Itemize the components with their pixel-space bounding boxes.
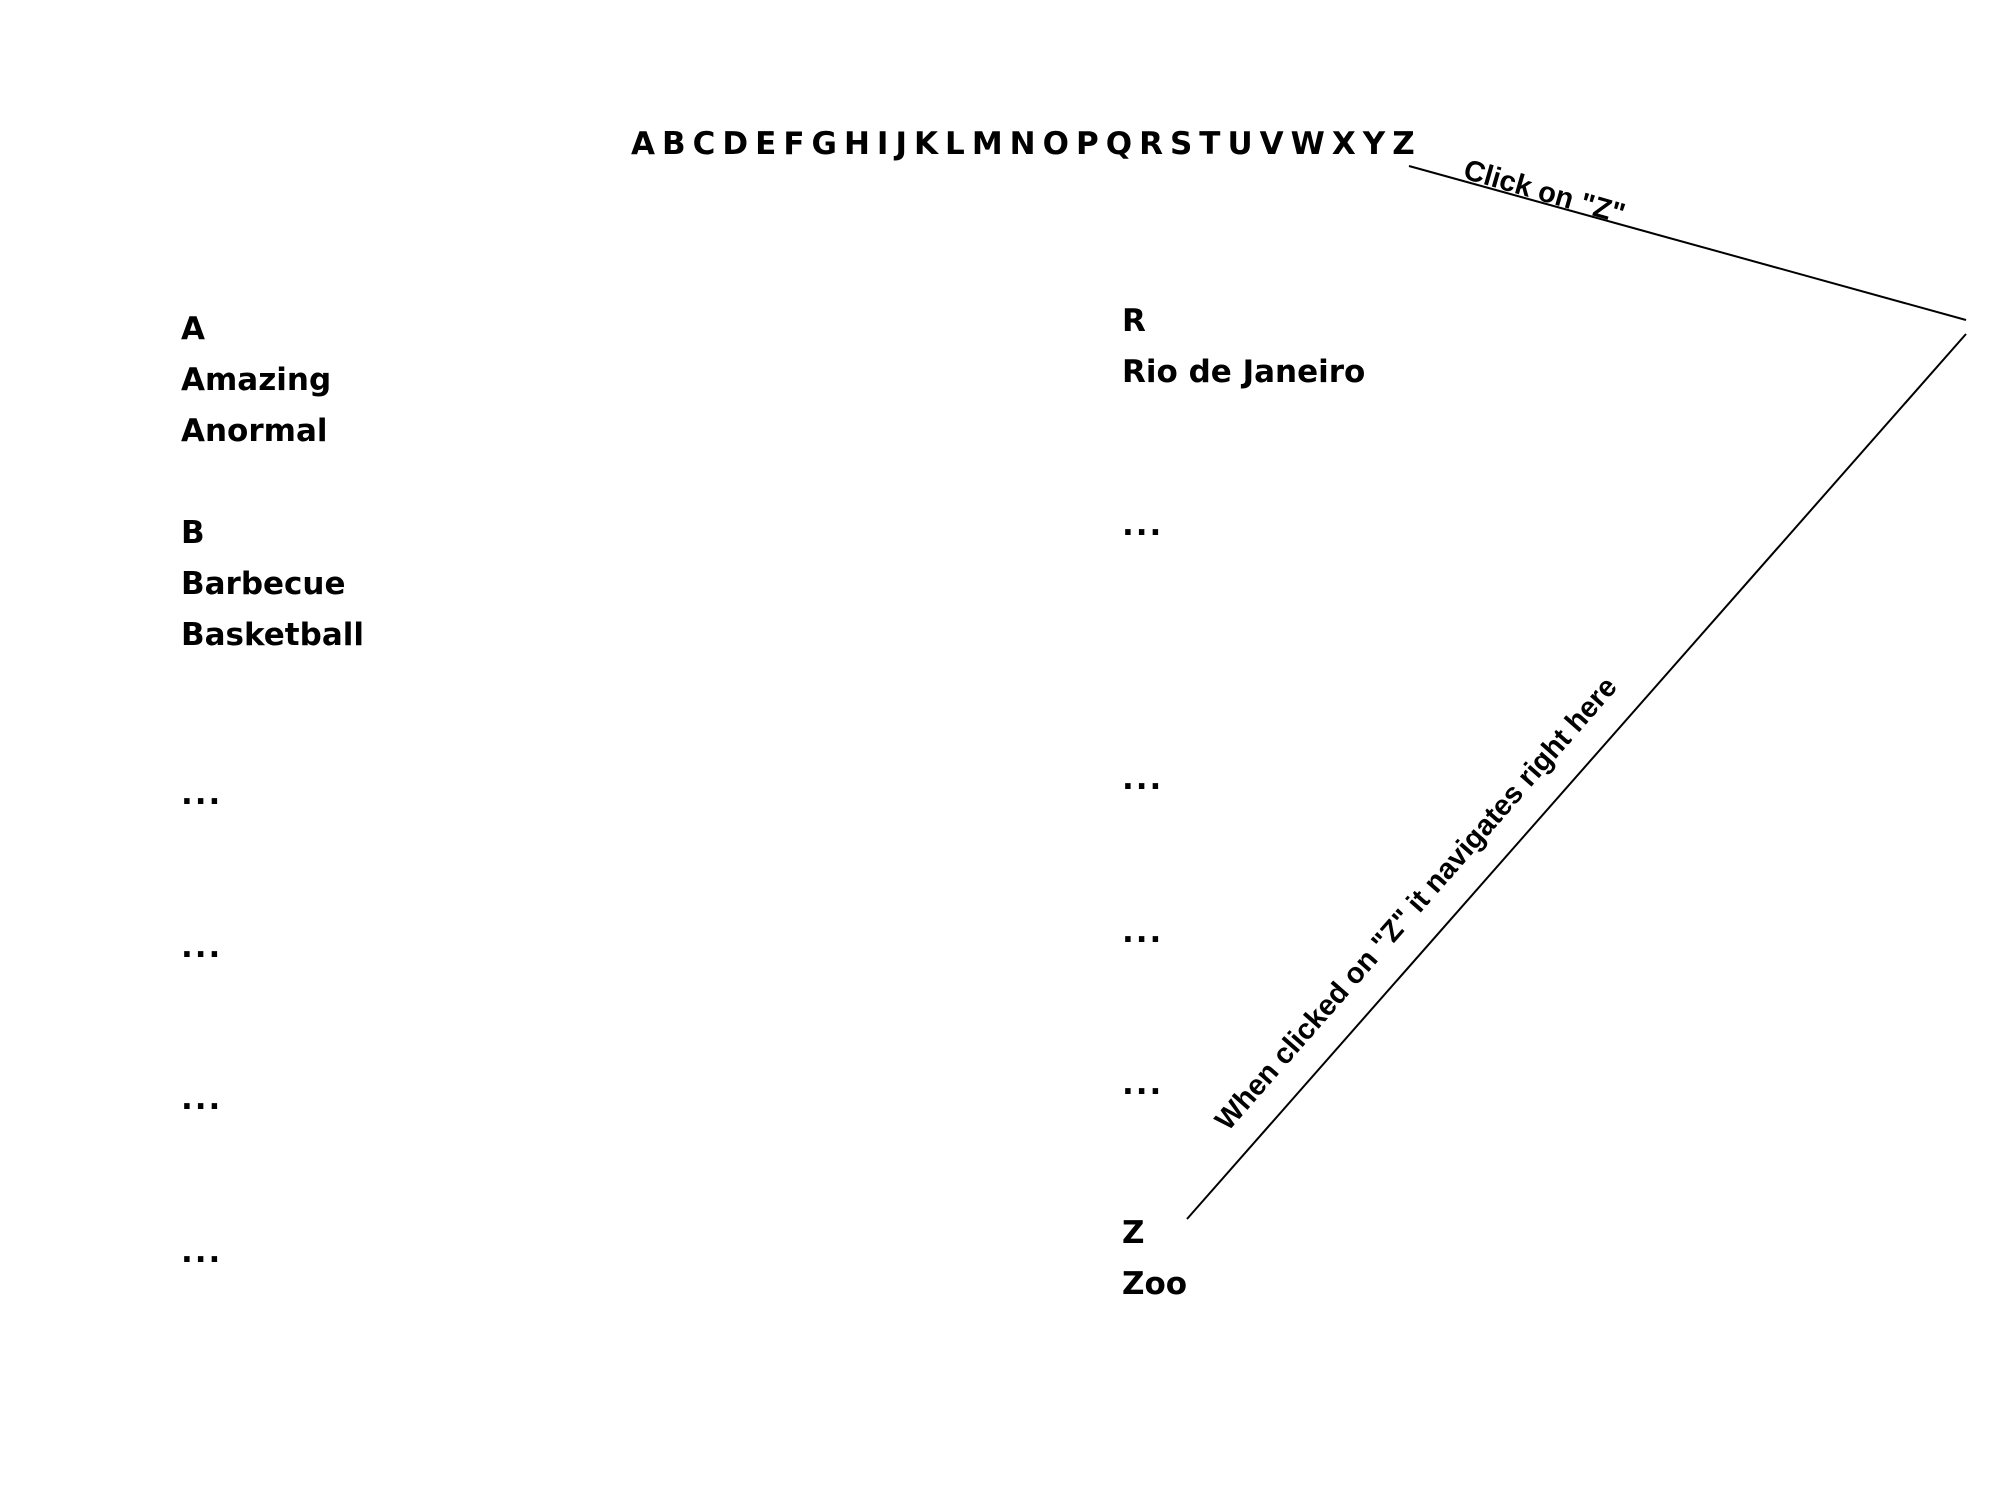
alphabet-letter-z[interactable]: Z xyxy=(1392,126,1415,162)
ellipsis: ... xyxy=(181,776,223,812)
alphabet-letter-v[interactable]: V xyxy=(1259,126,1284,162)
ellipsis: ... xyxy=(1122,914,1164,950)
alphabet-letter-h[interactable]: H xyxy=(843,126,870,162)
letter-heading-a: A xyxy=(181,311,205,347)
alphabet-letter-p[interactable]: P xyxy=(1075,126,1099,162)
alphabet-letter-a[interactable]: A xyxy=(631,126,655,162)
click-pointer-line xyxy=(1408,165,1967,321)
right-column: R Rio de Janeiro ... ... ... ... Z Zoo xyxy=(1122,296,1365,1310)
ellipsis: ... xyxy=(1122,1066,1164,1102)
alphabet-letter-s[interactable]: S xyxy=(1169,126,1193,162)
alphabet-letter-m[interactable]: M xyxy=(971,126,1003,162)
alphabet-letter-k[interactable]: K xyxy=(914,126,939,162)
alphabet-letter-n[interactable]: N xyxy=(1009,126,1036,162)
alphabet-letter-c[interactable]: C xyxy=(692,126,716,162)
group-r: R Rio de Janeiro xyxy=(1122,296,1365,500)
alphabet-letter-j[interactable]: J xyxy=(895,126,908,162)
left-column: A Amazing Anormal B Barbecue Basketball … xyxy=(181,304,364,1278)
group-b: B Barbecue Basketball xyxy=(181,508,364,769)
click-annotation-label: Click on "Z" xyxy=(1460,154,1628,231)
word-item[interactable]: Anormal xyxy=(181,413,328,449)
word-item[interactable]: Barbecue xyxy=(181,566,346,602)
word-item[interactable]: Rio de Janeiro xyxy=(1122,354,1366,390)
alphabet-letter-g[interactable]: G xyxy=(811,126,837,162)
word-item[interactable]: Basketball xyxy=(181,617,364,653)
letter-heading-z: Z xyxy=(1122,1215,1145,1251)
alphabet-letter-d[interactable]: D xyxy=(722,126,749,162)
ellipsis-group: ... ... ... ... xyxy=(181,769,364,1278)
word-item[interactable]: Amazing xyxy=(181,362,332,398)
ellipsis: ... xyxy=(181,1081,223,1117)
alphabet-letter-l[interactable]: L xyxy=(945,126,965,162)
letter-heading-b: B xyxy=(181,515,205,551)
ellipsis: ... xyxy=(181,1234,223,1270)
group-a: A Amazing Anormal xyxy=(181,304,364,508)
group-z: Z Zoo xyxy=(1122,1208,1365,1310)
alphabet-letter-q[interactable]: Q xyxy=(1105,126,1133,162)
alphabet-letter-b[interactable]: B xyxy=(662,126,686,162)
alphabet-letter-i[interactable]: I xyxy=(876,126,889,162)
alphabet-letter-f[interactable]: F xyxy=(783,126,805,162)
letter-heading-r: R xyxy=(1122,303,1146,339)
ellipsis: ... xyxy=(1122,507,1164,543)
alphabet-letter-e[interactable]: E xyxy=(755,126,777,162)
alphabet-letter-x[interactable]: X xyxy=(1331,126,1356,162)
word-item[interactable]: Zoo xyxy=(1122,1266,1188,1302)
alphabet-letter-w[interactable]: W xyxy=(1290,126,1325,162)
ellipsis: ... xyxy=(1122,761,1164,797)
alphabet-letter-y[interactable]: Y xyxy=(1362,126,1386,162)
alphabet-letter-r[interactable]: R xyxy=(1139,126,1163,162)
ellipsis-group: ... ... ... ... xyxy=(1122,500,1365,1208)
alphabet-letter-o[interactable]: O xyxy=(1042,126,1069,162)
alphabet-letter-t[interactable]: T xyxy=(1199,126,1221,162)
alphabet-letter-u[interactable]: U xyxy=(1227,126,1253,162)
ellipsis: ... xyxy=(181,929,223,965)
